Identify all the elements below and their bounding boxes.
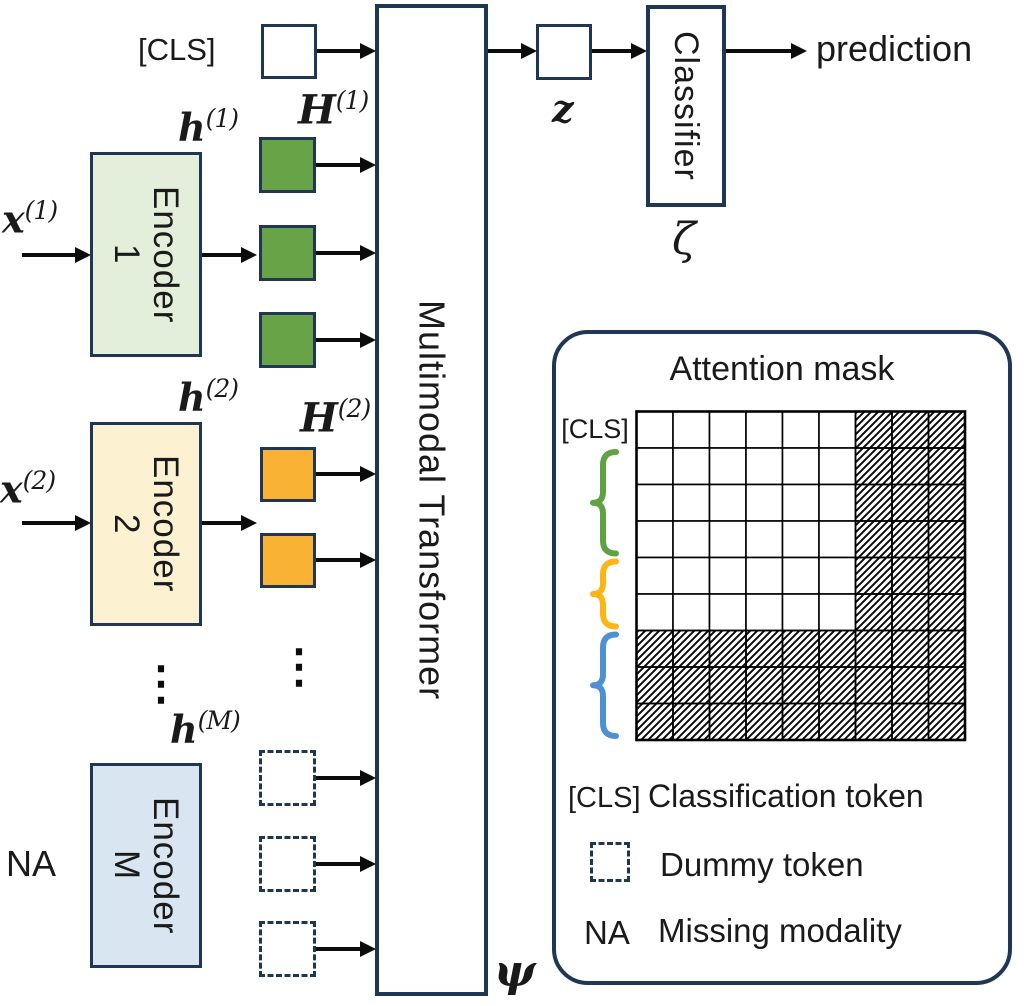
- legend-cls-symbol: [CLS]: [568, 782, 641, 814]
- token-ellipsis: ⋮: [276, 640, 322, 692]
- zeta-symbol: ζ: [672, 214, 696, 265]
- encoder-M-label: Encoder M: [107, 796, 186, 935]
- flow-arrow: [316, 157, 376, 173]
- flow-arrow: [316, 245, 376, 261]
- classifier-box: Classifier: [646, 5, 726, 207]
- dummy-token-1: [259, 750, 316, 806]
- flow-arrow: [316, 332, 376, 348]
- modality-M-rows-brace: [590, 631, 619, 739]
- flow-arrow: [726, 43, 807, 59]
- z-token: [536, 24, 592, 80]
- legend-dummy-token-icon: [590, 842, 630, 882]
- classifier-label: Classifier: [667, 31, 706, 181]
- h1-token-3: [259, 312, 316, 368]
- H2-label: H(2): [300, 394, 371, 442]
- multimodal-transformer-box: Multimodal Transformer: [375, 4, 488, 996]
- encoder-ellipsis: ⋮: [138, 657, 184, 709]
- flow-arrow: [22, 247, 91, 263]
- flow-arrow: [316, 941, 376, 957]
- x2-label: x(2): [0, 466, 56, 512]
- x1-label: x(1): [2, 196, 58, 242]
- h1-token-1: [259, 137, 316, 193]
- encoder-2-box: Encoder 2: [90, 422, 202, 626]
- modality-1-rows-brace: [590, 449, 619, 557]
- encoder-M-box: Encoder M: [90, 763, 202, 968]
- cls-token: [261, 24, 317, 79]
- dummy-token-2: [259, 836, 316, 892]
- flow-arrow: [316, 552, 376, 568]
- na-label: NA: [6, 843, 57, 884]
- flow-arrow: [317, 43, 376, 59]
- flow-arrow: [488, 43, 537, 59]
- attention-mask-grid: [635, 410, 967, 742]
- flow-arrow: [316, 466, 376, 482]
- psi-symbol: ψ: [494, 946, 536, 997]
- z-label: z: [552, 86, 574, 131]
- h2-token-1: [260, 447, 316, 502]
- multimodal-transformer-label: Multimodal Transformer: [411, 299, 453, 701]
- cls-label: [CLS]: [138, 32, 216, 67]
- legend-dummy-text: Dummy token: [660, 846, 864, 883]
- mask-row-braces: [590, 449, 619, 739]
- flow-arrow: [202, 515, 257, 531]
- h1-token-2: [259, 225, 316, 281]
- attention-mask-title: Attention mask: [669, 350, 895, 388]
- modality-2-rows-brace: [590, 558, 619, 630]
- flow-arrow: [202, 247, 257, 263]
- legend-cls-text: Classification token: [648, 778, 924, 814]
- h1-label: h(1): [178, 104, 239, 150]
- encoder-1-label: Encoder 1: [107, 185, 186, 324]
- prediction-label: prediction: [816, 28, 973, 69]
- encoder-1-box: Encoder 1: [90, 152, 202, 357]
- legend-na-symbol: NA: [584, 914, 630, 951]
- flow-arrow: [22, 515, 91, 531]
- H1-label: H(1): [298, 86, 369, 134]
- h2-label: h(2): [178, 374, 239, 420]
- legend-na-text: Missing modality: [658, 912, 902, 949]
- dummy-token-3: [259, 921, 316, 977]
- mask-cls-row-label: [CLS]: [561, 414, 629, 444]
- hM-label: h(M): [170, 706, 241, 752]
- encoder-2-label: Encoder 2: [107, 455, 186, 593]
- flow-arrow: [316, 770, 376, 786]
- flow-arrow: [592, 43, 647, 59]
- flow-arrow: [316, 856, 376, 872]
- h2-token-2: [260, 533, 316, 588]
